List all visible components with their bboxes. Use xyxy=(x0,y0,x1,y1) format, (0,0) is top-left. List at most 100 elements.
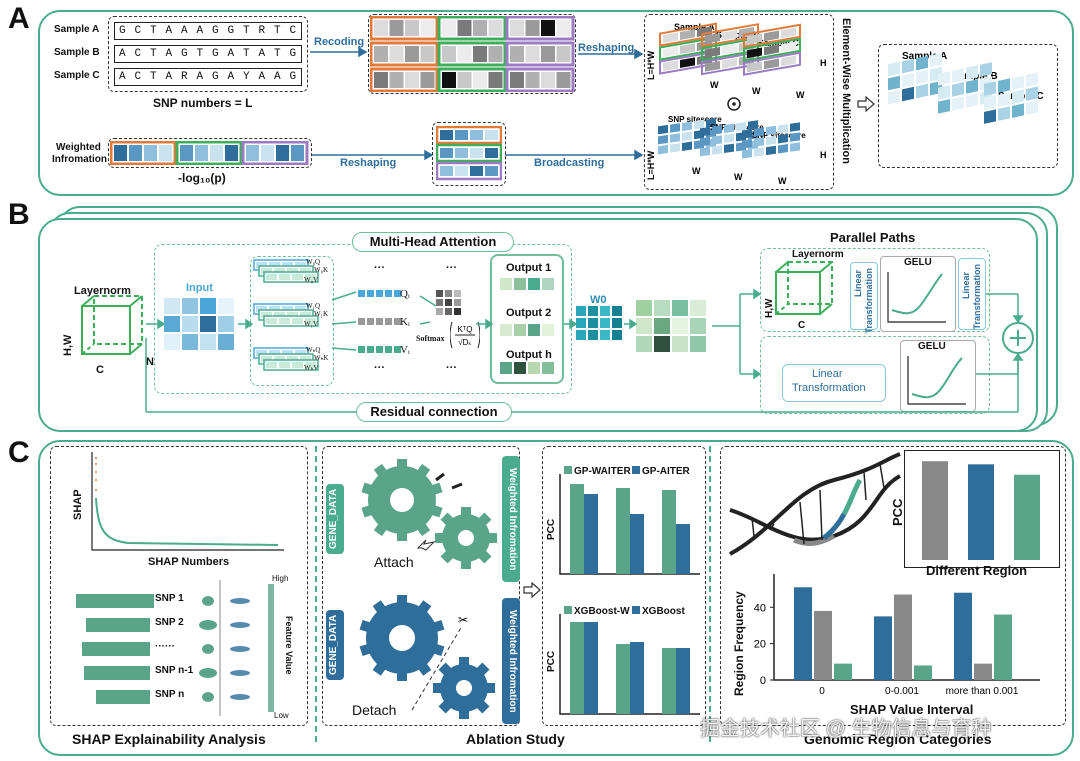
shap-bar xyxy=(84,666,150,680)
gear-tooth xyxy=(431,619,445,633)
reshaped-weight-box xyxy=(432,122,506,186)
recode-cell xyxy=(488,46,503,62)
sitescore-cell xyxy=(742,149,752,159)
dots-1: ··· xyxy=(374,262,385,274)
recode-cell xyxy=(374,72,388,88)
stack-cell xyxy=(747,47,762,59)
dim-h: H xyxy=(820,58,827,68)
legend-swatch xyxy=(632,606,640,614)
violin xyxy=(230,694,250,700)
y-tick-label: 0 xyxy=(760,675,766,687)
input-matrix xyxy=(164,298,234,350)
gear-tooth xyxy=(429,504,443,518)
weight-matrix-cell xyxy=(269,262,280,268)
weight-matrix-cell xyxy=(287,268,298,274)
qkv-vectors xyxy=(358,290,461,353)
weight-cell xyxy=(180,145,193,161)
weight-group xyxy=(241,141,309,165)
result-cell xyxy=(888,61,900,77)
sitescore-cell xyxy=(670,123,680,133)
nucleotide: A xyxy=(118,48,127,60)
result-cell xyxy=(980,62,992,77)
chart-bar xyxy=(630,642,644,714)
result-cell xyxy=(916,69,928,85)
stack-row xyxy=(659,22,717,47)
output-cell xyxy=(528,324,540,336)
weight-cell xyxy=(276,145,289,161)
mha-output-cell xyxy=(672,300,688,316)
nucleotide: T xyxy=(242,48,251,60)
recode-cell xyxy=(510,72,524,88)
sitescore-cell xyxy=(724,133,734,144)
log-label: -log₁₀(p) xyxy=(178,171,226,185)
output-cell xyxy=(528,362,540,374)
mha-output-cell xyxy=(654,336,670,352)
region-pcc-ylabel: PCC xyxy=(890,498,905,526)
stack-cell xyxy=(680,57,695,69)
input-cell xyxy=(218,298,234,314)
nucleotide: A xyxy=(165,25,174,37)
weight-label: W₁Q xyxy=(306,302,321,310)
sitescore-cell xyxy=(700,137,710,147)
sitescore-cell xyxy=(778,124,788,134)
qkv-cell xyxy=(367,318,374,325)
sitescore-cell xyxy=(694,119,704,130)
chart-bar xyxy=(968,464,994,560)
panel-a-arrows xyxy=(310,46,644,161)
mha-output-cell xyxy=(654,300,670,316)
detach-label: Detach xyxy=(352,702,397,718)
recode-cell xyxy=(488,20,503,36)
weight-matrix-cell xyxy=(269,306,280,312)
nucleotide: C xyxy=(289,25,298,37)
x-tick-label: 0 xyxy=(819,686,825,697)
w0-cell xyxy=(612,306,622,316)
recode-cell xyxy=(525,46,540,62)
nucleotide: A xyxy=(273,71,282,83)
gear-tooth xyxy=(416,522,431,537)
weight-cell xyxy=(210,145,223,161)
sitescore-cell xyxy=(658,124,668,135)
w0-cell xyxy=(600,306,610,316)
chart-bar xyxy=(570,622,584,714)
dim-w-2: W xyxy=(778,176,787,186)
recode-group xyxy=(370,67,439,92)
path2-linear-a: Linear xyxy=(812,368,843,380)
recode-cell xyxy=(473,72,487,88)
recoded-matrix-box xyxy=(368,14,576,94)
plus-node[interactable] xyxy=(1000,320,1036,356)
gear-tooth xyxy=(417,661,432,676)
svg-text:✂: ✂ xyxy=(458,613,468,627)
recode-cell xyxy=(405,20,419,36)
output-cell xyxy=(500,362,512,374)
reshaped-cell xyxy=(440,166,453,176)
gelu-curve-2 xyxy=(907,356,966,405)
recode-cell xyxy=(473,46,487,62)
ablation-charts-box xyxy=(542,446,706,726)
recode-cell xyxy=(541,46,555,62)
x-tick-label: more than 0.001 xyxy=(946,686,1019,697)
mha-output-cell xyxy=(690,318,706,334)
nucleotide: G xyxy=(211,48,220,60)
low-label: Low xyxy=(274,711,289,720)
qkv-cell xyxy=(358,318,365,325)
gear-tooth xyxy=(361,482,375,496)
chart-bar xyxy=(616,488,630,574)
stack-cell xyxy=(722,29,737,41)
result-cell xyxy=(984,109,996,124)
nucleotide: C xyxy=(134,48,143,60)
recode-group xyxy=(437,16,507,41)
violin xyxy=(230,622,250,628)
sitescore-cell xyxy=(682,121,692,131)
qkv-cell xyxy=(385,346,392,353)
w0-cell xyxy=(576,318,586,328)
stack-cell xyxy=(680,43,695,55)
weight-cell xyxy=(225,145,238,161)
region-pcc-chart xyxy=(922,461,1040,560)
reshaped-cell xyxy=(485,130,498,140)
input-cell xyxy=(182,316,198,332)
gear-tooth xyxy=(461,507,471,517)
ablation-box xyxy=(322,446,520,726)
weight-matrix-cell xyxy=(292,318,303,324)
shap-title: SHAP Explainability Analysis xyxy=(72,731,266,747)
